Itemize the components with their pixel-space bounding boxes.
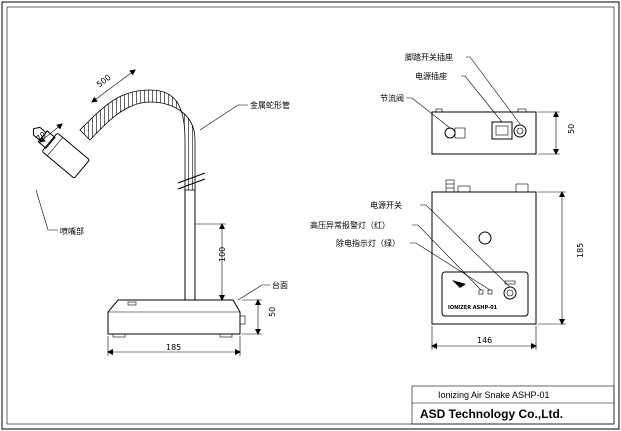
front-indicator-circle xyxy=(478,231,492,245)
dim-146: 146 xyxy=(477,336,492,345)
dim-185-base: 185 xyxy=(166,343,181,352)
discharge-lamp-green xyxy=(487,289,493,295)
inner-border xyxy=(6,6,615,425)
front-body xyxy=(431,191,537,325)
metal-hose xyxy=(79,89,196,191)
label-power-socket: 电源插座 xyxy=(415,71,447,81)
label-metal-hose: 金属蛇形管 xyxy=(250,100,290,110)
label-discharge-light: 除电指示灯（绿） xyxy=(336,238,400,248)
top-body xyxy=(431,111,537,155)
label-throttle-valve: 节流阀 xyxy=(380,93,404,103)
dim-500: 500 xyxy=(95,73,113,89)
panel-text: IONIZER ASHP-01 xyxy=(448,305,498,311)
label-base: 台面 xyxy=(272,280,288,290)
side-view: 500 70 100 50 185 金属蛇形管 喷嘴部 台面 xyxy=(32,69,290,356)
base-knob xyxy=(239,315,246,325)
dim-100: 100 xyxy=(218,247,227,262)
power-switch xyxy=(503,286,517,300)
control-panel xyxy=(441,271,529,317)
label-hv-alarm-light: 高压异常报警灯（红） xyxy=(310,220,390,230)
brand-logo xyxy=(452,280,466,288)
label-power-switch: 电源开关 xyxy=(370,200,402,210)
vertical-tube xyxy=(184,184,196,301)
front-view: IONIZER ASHP-01 电源开关 高压异常报警灯（红） 除电指示灯（绿）… xyxy=(310,179,585,350)
label-nozzle: 喷嘴部 xyxy=(60,226,84,236)
title-company: ASD Technology Co.,Ltd. xyxy=(420,407,563,421)
dim-50-base: 50 xyxy=(268,307,277,317)
top-view: 脚踏开关插座 电源插座 节流阀 50 xyxy=(380,52,576,155)
label-foot-switch-socket: 脚踏开关插座 xyxy=(405,52,453,62)
title-block: Ionizing Air Snake ASHP-01 ASD Technolog… xyxy=(411,385,615,425)
dim-185-front: 185 xyxy=(576,243,585,258)
foot-switch-socket xyxy=(513,124,527,138)
title-product: Ionizing Air Snake ASHP-01 xyxy=(438,390,550,400)
base-foot-right xyxy=(219,333,233,338)
nozzle-head xyxy=(32,126,90,179)
power-socket xyxy=(491,121,513,140)
throttle-valve-knob xyxy=(444,127,456,139)
base-foot-left xyxy=(112,333,126,338)
dim-50-top: 50 xyxy=(567,124,576,134)
alarm-lamp-red xyxy=(478,289,484,295)
